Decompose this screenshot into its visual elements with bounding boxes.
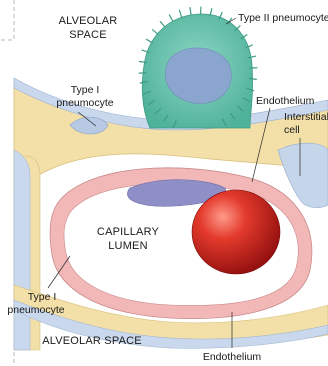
label-type1-pneumocyte-top-1: Type I xyxy=(71,84,100,96)
microvillus xyxy=(153,30,158,34)
label-endothelium-top: Endothelium xyxy=(256,95,315,107)
label-alveolar-space-top-2: SPACE xyxy=(69,29,106,41)
microvillus xyxy=(146,39,152,42)
microvillus xyxy=(160,22,165,27)
label-capillary-lumen-1: CAPILLARY xyxy=(97,226,160,238)
microvillus xyxy=(179,10,181,17)
label-alveolar-space-bottom: ALVEOLAR SPACE xyxy=(42,335,142,347)
label-type1-pneumocyte-top-2: pneumocyte xyxy=(56,97,113,109)
left-type1-layer xyxy=(14,150,30,350)
microvillus xyxy=(190,8,191,15)
red-blood-cell xyxy=(192,190,280,274)
label-interstitial-cell-1: Interstitial xyxy=(284,111,328,123)
label-alveolar-space-top-1: ALVEOLAR xyxy=(59,15,118,27)
label-type1-pneumocyte-bottom-2: pneumocyte xyxy=(7,304,64,316)
label-type1-pneumocyte-bottom-1: Type I xyxy=(28,291,57,303)
label-type2-pneumocyte: Type II pneumocyte xyxy=(238,12,328,24)
label-capillary-lumen-2: LUMEN xyxy=(108,240,148,252)
label-interstitial-cell-2: cell xyxy=(284,124,300,136)
microvillus xyxy=(169,15,172,21)
type2-pneumocyte-cell xyxy=(139,7,257,128)
label-endothelium-bottom: Endothelium xyxy=(203,351,262,363)
